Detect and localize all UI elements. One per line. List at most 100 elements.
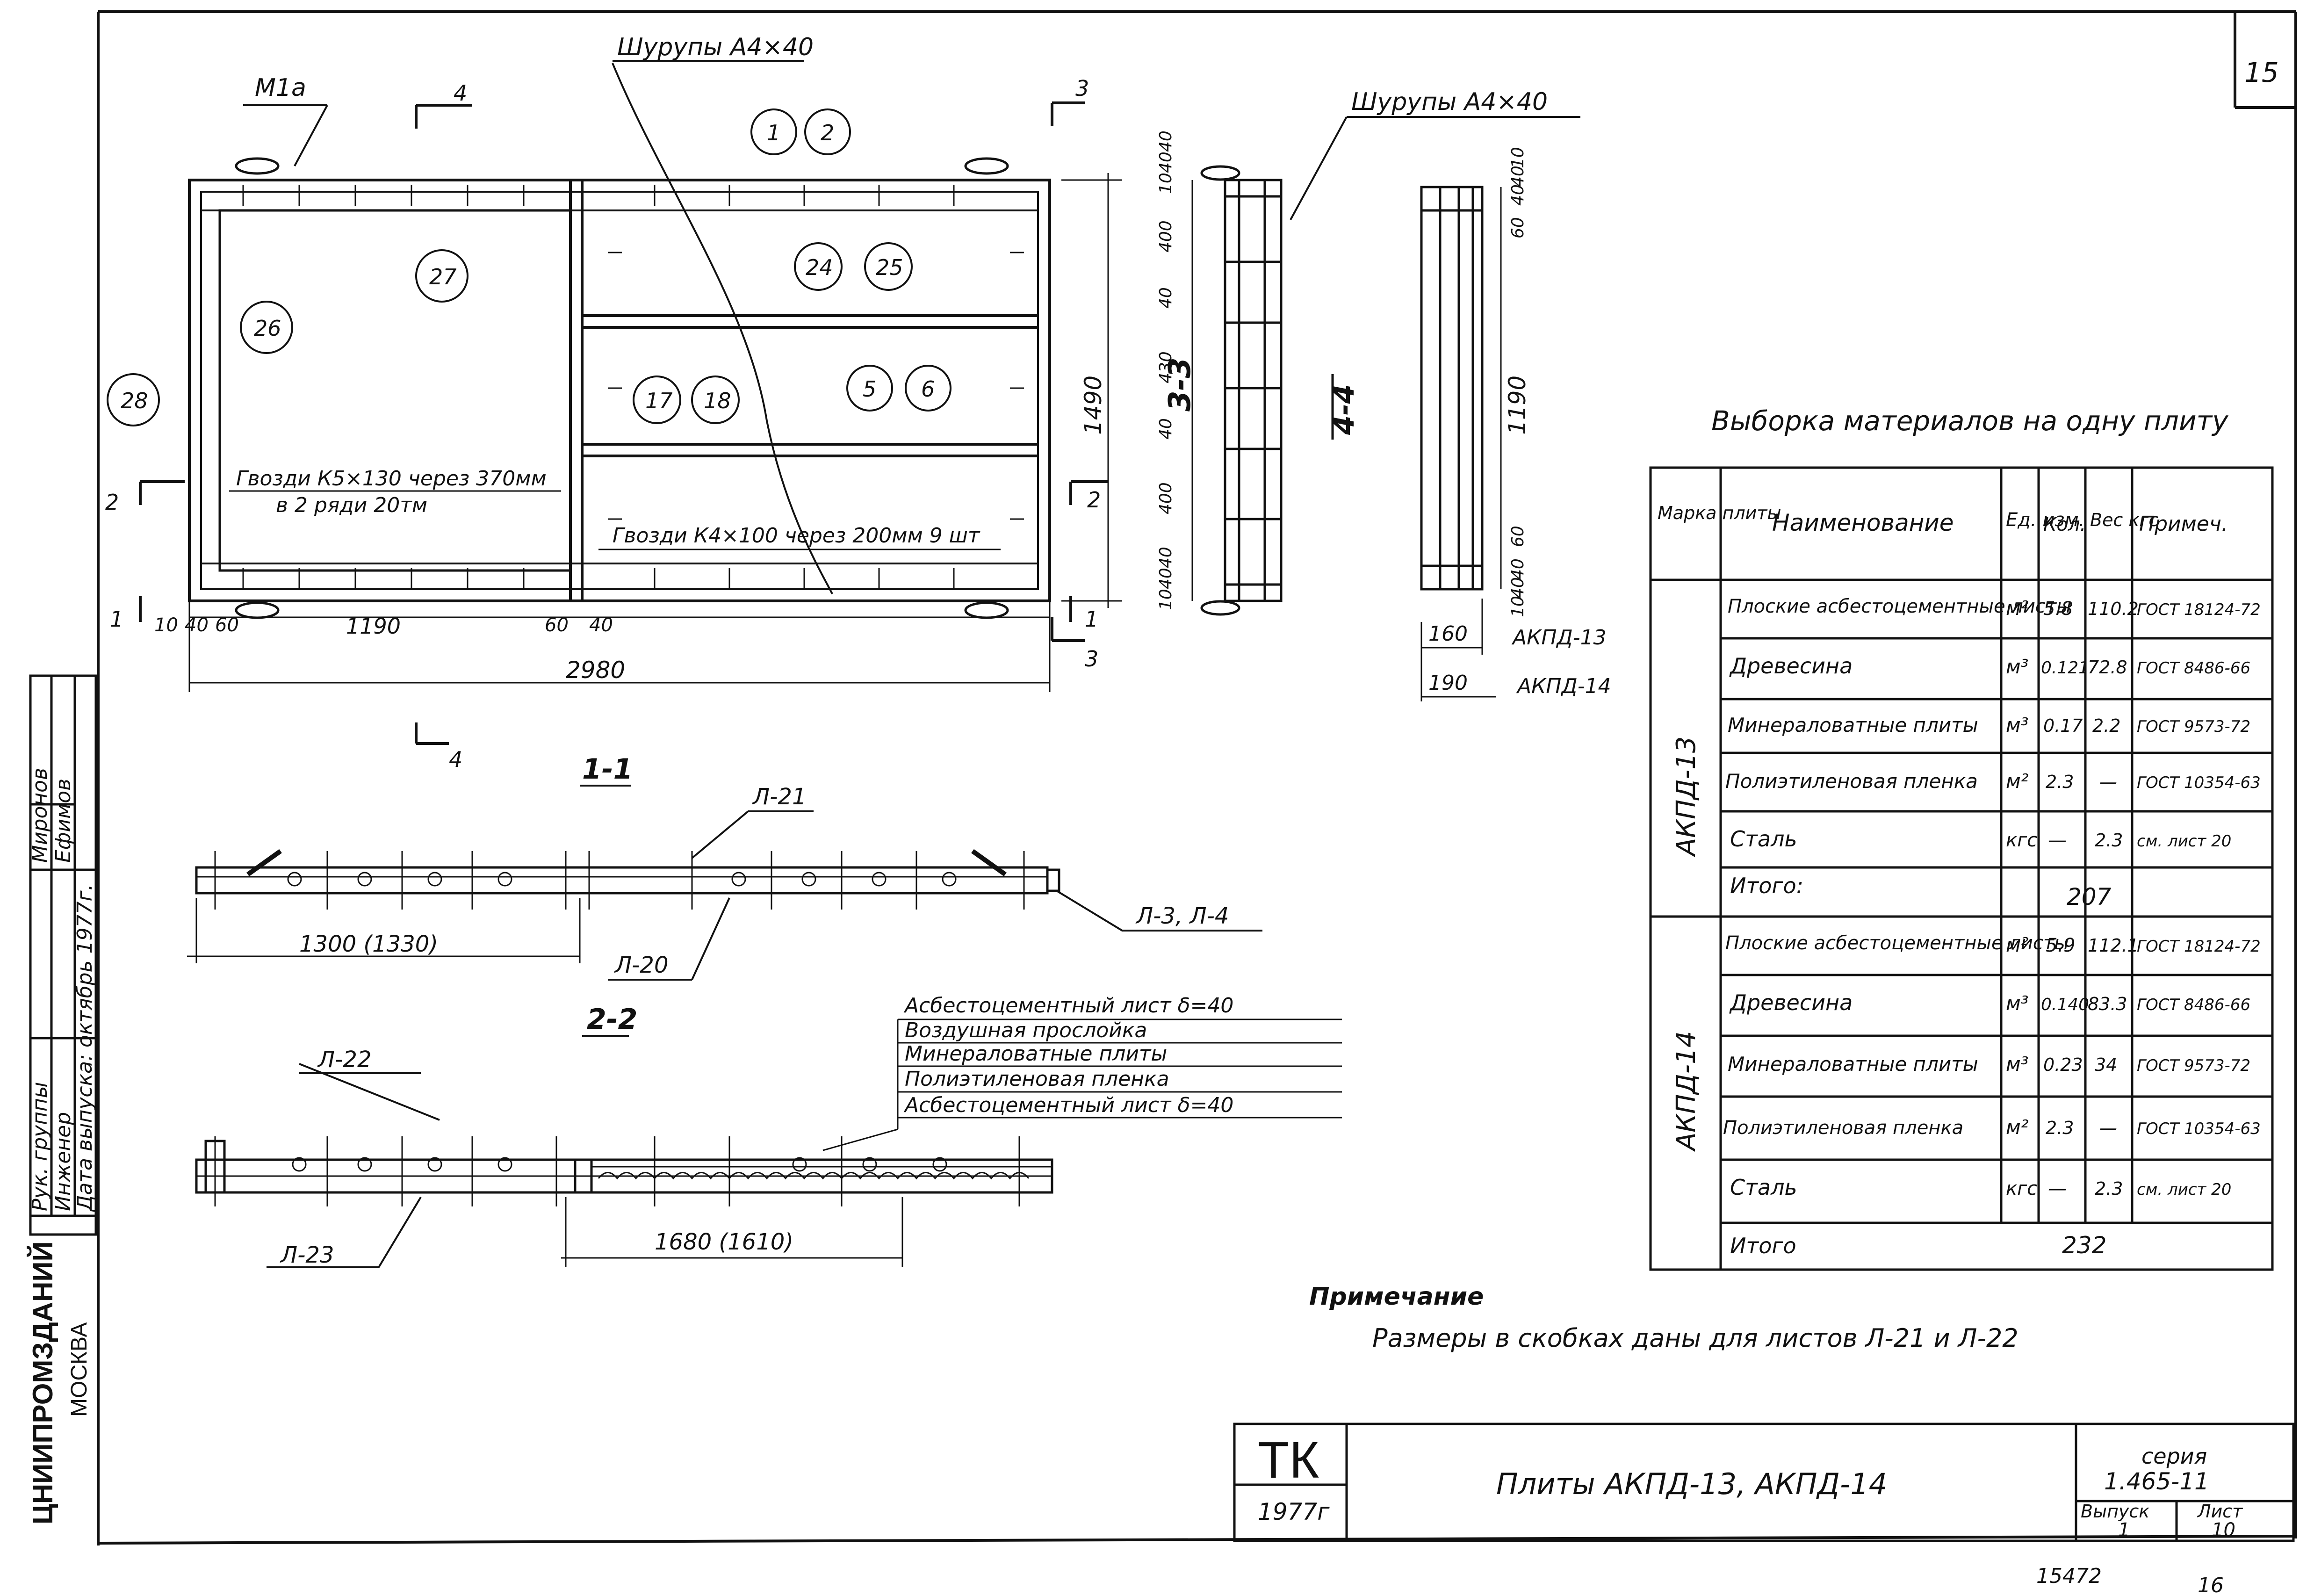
series-label: серия bbox=[2141, 1444, 2207, 1469]
svg-text:10: 10 bbox=[1156, 589, 1175, 610]
label-l22: Л-22 bbox=[317, 1047, 372, 1073]
svg-text:Примеч.: Примеч. bbox=[2139, 512, 2228, 536]
stamp-release-date: Дата выпуска: октябрь 1977г. bbox=[73, 884, 97, 1212]
group-akpd13-rows: Плоские асбестоцементные листы м² 5.8 11… bbox=[1725, 596, 2261, 910]
svg-text:м³: м³ bbox=[2006, 992, 2029, 1015]
svg-text:5.9: 5.9 bbox=[2046, 935, 2076, 956]
note-text: Размеры в скобках даны для листов Л-21 и… bbox=[1372, 1323, 2018, 1353]
svg-text:Вес кгс: Вес кгс bbox=[2090, 510, 2158, 530]
svg-text:27: 27 bbox=[429, 264, 457, 289]
svg-text:0.23: 0.23 bbox=[2043, 1054, 2083, 1075]
svg-text:Плоские асбестоцементные листы: Плоские асбестоцементные листы bbox=[1728, 596, 2071, 617]
svg-text:кгс: кгс bbox=[2006, 1178, 2037, 1199]
layer-4: Полиэтиленовая пленка bbox=[905, 1067, 1169, 1091]
section-4-4 bbox=[1420, 186, 1502, 701]
nails-note-1a: Гвозди К5×130 через 370мм bbox=[236, 467, 547, 491]
label-l3-l4: Л-3, Л-4 bbox=[1135, 903, 1229, 929]
svg-text:Полиэтиленовая пленка: Полиэтиленовая пленка bbox=[1723, 1117, 1963, 1139]
svg-text:Древесина: Древесина bbox=[1729, 653, 1853, 679]
callout-18 bbox=[691, 376, 740, 424]
screws-label-section: Шурупы А4×40 bbox=[1351, 88, 1548, 116]
svg-text:Полиэтиленовая пленка: Полиэтиленовая пленка bbox=[1725, 770, 1978, 793]
callout-6 bbox=[905, 365, 952, 412]
materials-table bbox=[1649, 466, 2274, 1271]
layer-1: Асбестоцементный лист δ=40 bbox=[903, 994, 1233, 1018]
width-190: 190 bbox=[1428, 671, 1468, 695]
svg-text:—: — bbox=[2099, 772, 2117, 792]
svg-text:Марка плиты: Марка плиты bbox=[1658, 503, 1781, 523]
svg-text:м²: м² bbox=[2006, 933, 2029, 956]
svg-text:40: 40 bbox=[1508, 558, 1528, 580]
svg-text:40: 40 bbox=[1156, 152, 1175, 173]
svg-text:ГОСТ 18124-72: ГОСТ 18124-72 bbox=[2137, 600, 2261, 619]
plan-dimensions bbox=[188, 173, 1122, 692]
group-akpd14-rows: Плоские асбестоцементные листы м² 5.9 11… bbox=[1723, 932, 2261, 1259]
svg-text:Сталь: Сталь bbox=[1730, 826, 1797, 852]
callout-1 bbox=[750, 108, 797, 155]
section-1-1-title: 1-1 bbox=[582, 753, 633, 786]
svg-text:17: 17 bbox=[645, 388, 673, 413]
nails-note-2: Гвозди К4×100 через 200мм 9 шт bbox=[613, 524, 980, 548]
svg-text:72.8: 72.8 bbox=[2088, 657, 2127, 678]
stamp-role-1: Рук. группы bbox=[28, 1082, 52, 1211]
svg-text:см. лист 20: см. лист 20 bbox=[2137, 832, 2231, 851]
svg-text:40: 40 bbox=[1156, 287, 1175, 309]
svg-text:Минераловатные плиты: Минераловатные плиты bbox=[1728, 1053, 1978, 1076]
svg-text:24: 24 bbox=[806, 255, 833, 280]
left-stamp bbox=[29, 674, 97, 1236]
section-2-2-title: 2-2 bbox=[587, 1003, 637, 1036]
mark-4-bottom: 4 bbox=[449, 747, 462, 772]
svg-text:28: 28 bbox=[121, 388, 148, 413]
footer-page: 16 bbox=[2198, 1574, 2224, 1596]
mark-akpd13: АКПД-13 bbox=[1671, 737, 1701, 857]
callout-25 bbox=[864, 242, 913, 291]
svg-text:Сталь: Сталь bbox=[1730, 1175, 1797, 1200]
svg-text:430: 430 bbox=[1156, 351, 1175, 383]
svg-text:83.3: 83.3 bbox=[2088, 994, 2127, 1014]
issue-label: Выпуск bbox=[2081, 1501, 2149, 1522]
dim-1490: 1490 bbox=[1080, 376, 1107, 435]
note-title: Примечание bbox=[1309, 1283, 1484, 1311]
svg-text:10: 10 bbox=[1156, 173, 1175, 194]
title-year: 1977г bbox=[1258, 1498, 1330, 1525]
svg-text:кгс: кгс bbox=[2006, 830, 2037, 851]
svg-text:м³: м³ bbox=[2006, 1053, 2029, 1076]
dim-2980: 2980 bbox=[566, 657, 625, 684]
svg-text:40: 40 bbox=[1508, 577, 1528, 599]
svg-text:400: 400 bbox=[1156, 220, 1175, 253]
mark-2-right: 2 bbox=[1087, 487, 1101, 513]
svg-text:40: 40 bbox=[1156, 547, 1175, 568]
svg-text:—: — bbox=[2048, 1178, 2067, 1199]
mark-4-top: 4 bbox=[454, 80, 467, 106]
mark-3-top: 3 bbox=[1075, 76, 1089, 101]
dim-60: 60 bbox=[215, 614, 239, 636]
svg-text:ГОСТ 8486-66: ГОСТ 8486-66 bbox=[2137, 659, 2250, 678]
layer-2: Воздушная прослойка bbox=[905, 1018, 1147, 1042]
svg-text:60: 60 bbox=[1508, 217, 1528, 238]
svg-text:25: 25 bbox=[876, 255, 903, 280]
width-label-13: АКПД-13 bbox=[1511, 626, 1607, 650]
svg-text:ГОСТ 9573-72: ГОСТ 9573-72 bbox=[2137, 1056, 2250, 1075]
section-4-4-dims: 10 40 40 60 1190 60 40 40 10 bbox=[1504, 147, 1531, 617]
series-value: 1.465-11 bbox=[2104, 1468, 2209, 1495]
lifting-loops bbox=[235, 157, 1009, 619]
width-160: 160 bbox=[1428, 622, 1468, 646]
svg-text:10: 10 bbox=[1508, 596, 1528, 617]
section-4-4-title: 4-4 bbox=[1328, 384, 1361, 435]
section-2-2 bbox=[195, 1140, 1053, 1194]
svg-text:18: 18 bbox=[704, 388, 731, 413]
svg-text:60: 60 bbox=[1508, 526, 1528, 547]
svg-text:м²: м² bbox=[2006, 1116, 2029, 1139]
section-3-3-dims: 10 40 40 400 40 430 40 400 40 40 10 bbox=[1156, 130, 1175, 610]
screws-label-top: Шурупы А4×40 bbox=[617, 33, 814, 61]
section-marks bbox=[139, 101, 1108, 745]
plan-ticks bbox=[242, 185, 1024, 589]
svg-text:6: 6 bbox=[921, 376, 935, 402]
sheet-number: 15 bbox=[2244, 57, 2279, 88]
section-3-3 bbox=[1191, 179, 1283, 602]
svg-text:2.3: 2.3 bbox=[2095, 830, 2123, 851]
svg-text:10: 10 bbox=[1508, 147, 1528, 168]
dim-60b: 60 bbox=[545, 614, 569, 636]
svg-text:5: 5 bbox=[863, 376, 876, 402]
